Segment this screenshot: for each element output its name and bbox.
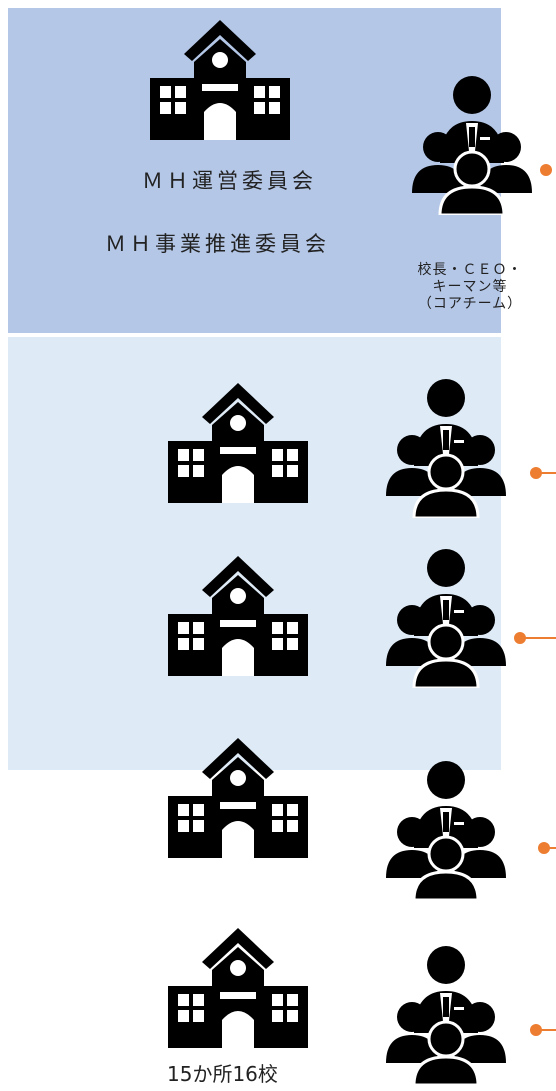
group-meeting-icon — [386, 548, 506, 688]
core-team-line-3: （コアチーム） — [417, 296, 523, 312]
connector-dot — [530, 467, 542, 479]
school-count-label: 15か所16校 — [167, 1062, 278, 1086]
group-meeting-icon — [386, 378, 506, 518]
committee-title-operations: ＭＨ運営委員会 — [142, 169, 317, 193]
connector-dot — [538, 842, 550, 854]
connector-line — [522, 637, 556, 639]
connector-dot — [540, 164, 552, 176]
management-panel — [8, 8, 501, 333]
connector-dot — [530, 1024, 542, 1036]
group-meeting-icon — [386, 760, 506, 900]
school-building-icon — [168, 383, 308, 503]
school-building-icon — [168, 738, 308, 858]
committee-title-promotion: ＭＨ事業推進委員会 — [105, 232, 330, 256]
core-team-line-2: キーマン等 — [432, 279, 508, 295]
connector-line — [538, 1029, 556, 1031]
school-building-icon — [168, 556, 308, 676]
core-team-label: 校長・ＣＥＯ・ キーマン等 （コアチーム） — [395, 262, 545, 313]
group-meeting-icon — [412, 75, 532, 215]
school-building-icon — [150, 20, 290, 140]
core-team-line-1: 校長・ＣＥＯ・ — [417, 262, 523, 278]
connector-line — [538, 472, 556, 474]
connector-line — [546, 847, 556, 849]
group-meeting-icon — [386, 945, 506, 1085]
connector-dot — [514, 632, 526, 644]
school-building-icon — [168, 928, 308, 1048]
